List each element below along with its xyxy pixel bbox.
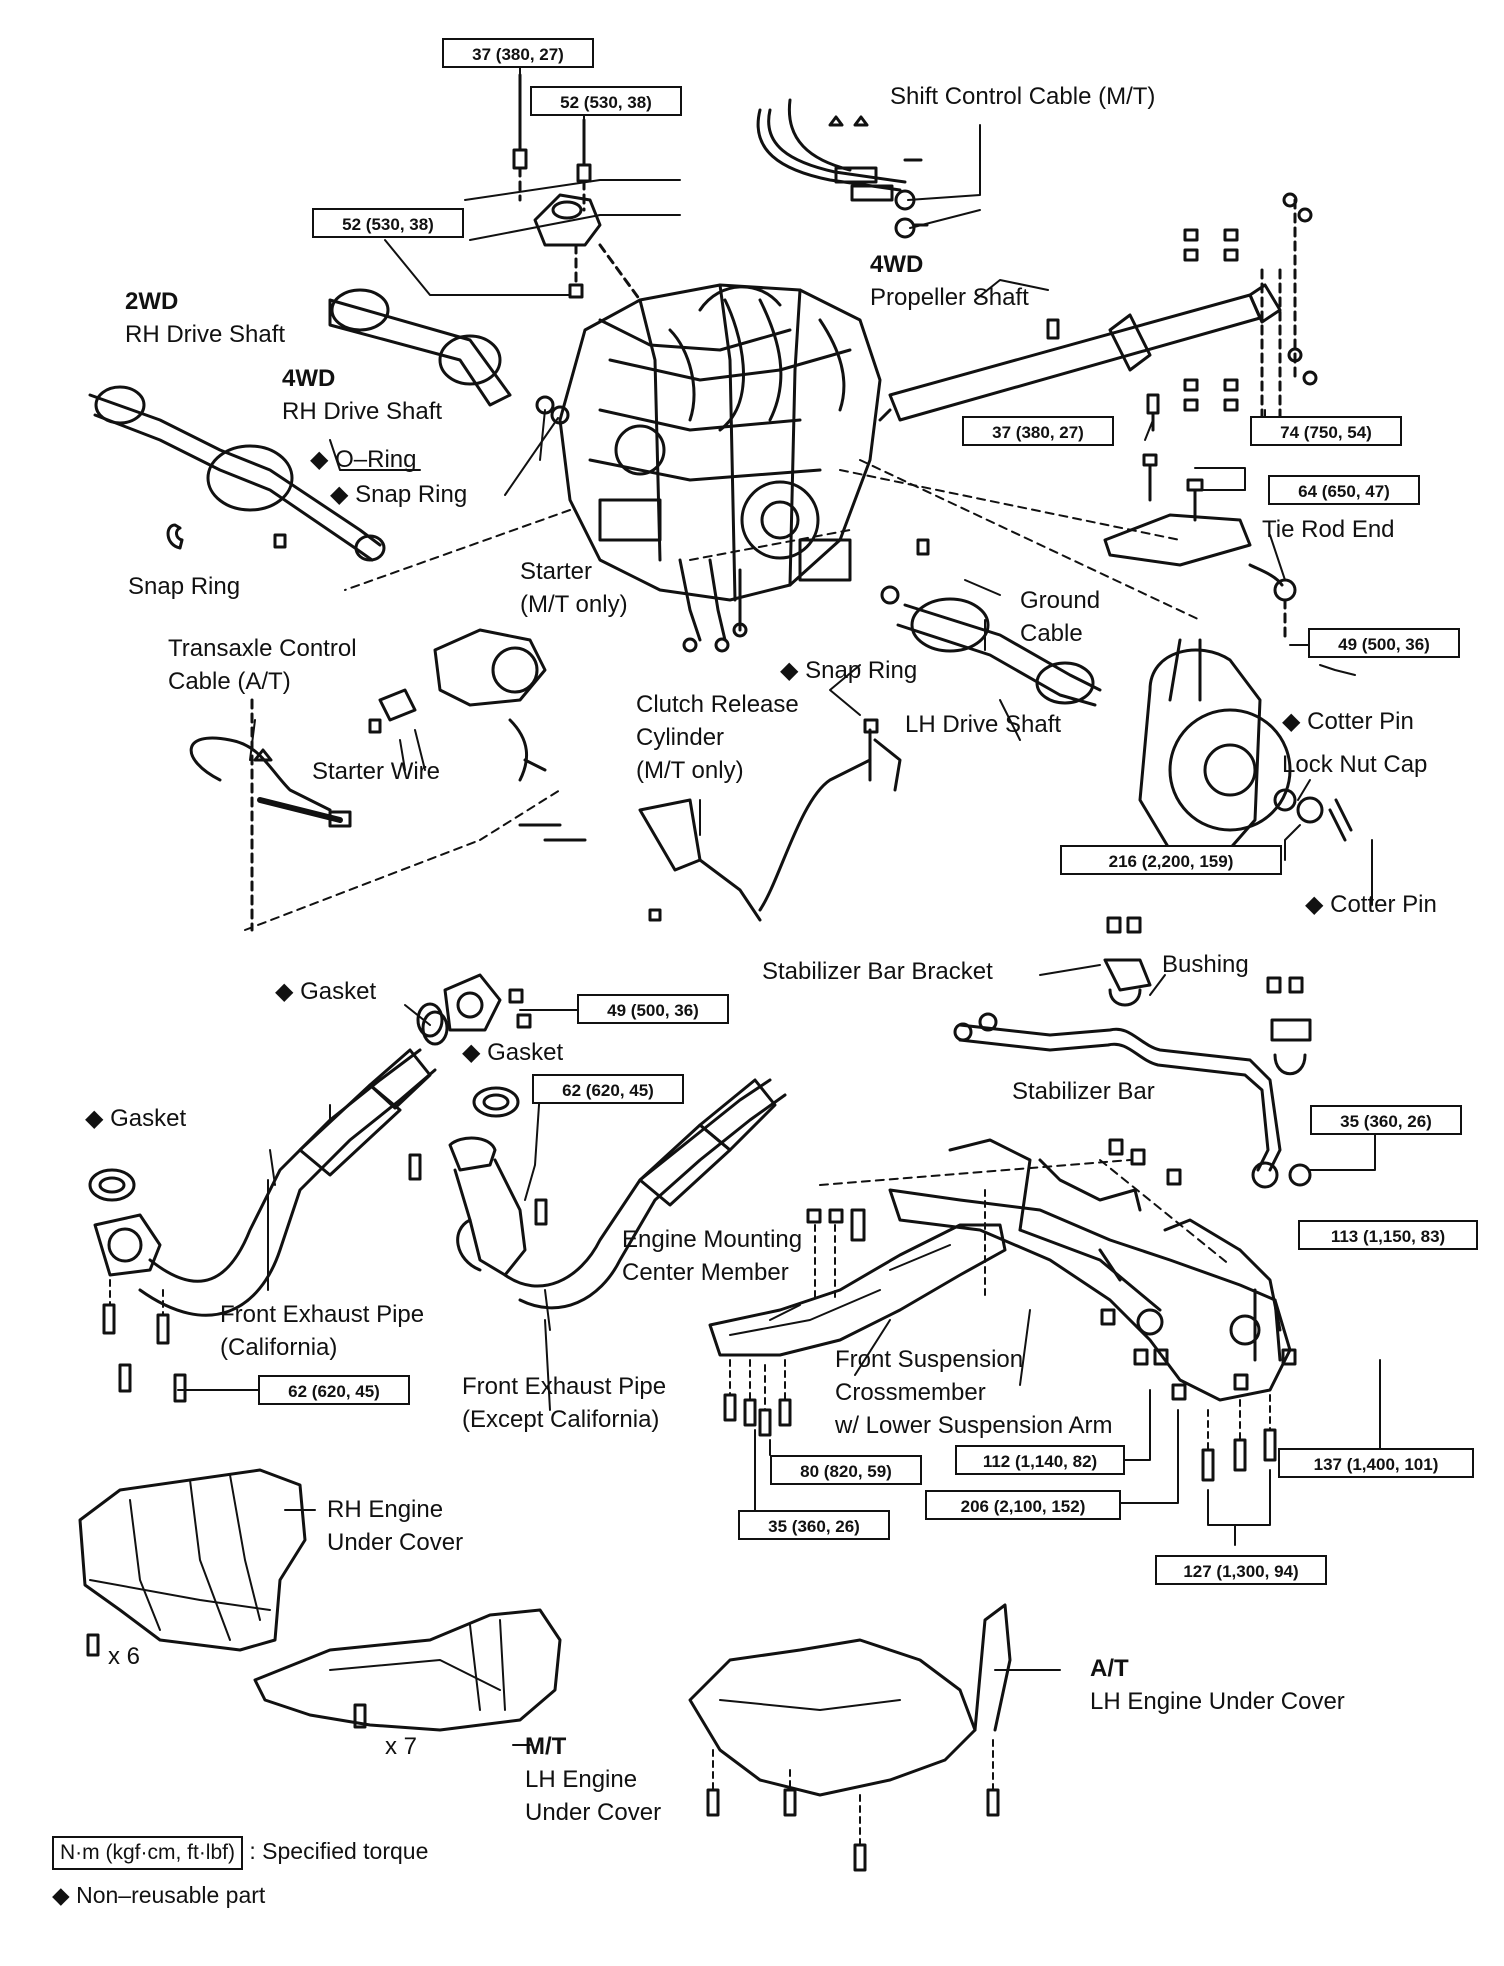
torque-box: 80 (820, 59) xyxy=(770,1455,922,1485)
label-x6: x 6 xyxy=(108,1643,141,1670)
label-4wd-rh-drive-shaft: 4WD RH Drive Shaft xyxy=(282,365,443,425)
label-shift-control-cable: Shift Control Cable (M/T) xyxy=(890,83,1156,110)
label-cotter-pin-2: ◆ Cotter Pin xyxy=(1305,891,1437,918)
label-cotter-pin-1: ◆ Cotter Pin xyxy=(1282,708,1414,735)
label-stabilizer-bar-bracket: Stabilizer Bar Bracket xyxy=(762,958,993,985)
mt-lh-engine-under-cover xyxy=(253,1608,562,1732)
label-x7: x 7 xyxy=(385,1733,418,1760)
label-starter-wire: Starter Wire xyxy=(312,758,441,785)
label-transaxle-control-cable: Transaxle Control Cable (A/T) xyxy=(168,635,357,695)
label-gasket-2: ◆ Gasket xyxy=(462,1039,564,1066)
torque-box: 74 (750, 54) xyxy=(1250,416,1402,446)
label-bushing: Bushing xyxy=(1162,951,1249,978)
torque-box: 35 (360, 26) xyxy=(1310,1105,1462,1135)
torque-box: 37 (380, 27) xyxy=(442,38,594,68)
torque-box: 113 (1,150, 83) xyxy=(1298,1220,1478,1250)
label-mt-lh-engine-under-cover: M/T LH Engine Under Cover xyxy=(525,1733,662,1826)
torque-box: 62 (620, 45) xyxy=(532,1074,684,1104)
starter xyxy=(368,628,547,782)
front-suspension-crossmember xyxy=(819,1138,1297,1482)
lh-drive-shaft xyxy=(880,538,1102,707)
torque-box: 35 (360, 26) xyxy=(738,1510,890,1540)
legend-torque: N·m (kgf·cm, ft·lbf) : Specified torque xyxy=(52,1836,428,1870)
label-lock-nut-cap: Lock Nut Cap xyxy=(1282,751,1428,778)
label-gasket-1: ◆ Gasket xyxy=(275,978,377,1005)
rh-drive-shafts xyxy=(88,288,570,562)
label-engine-mounting-center-member: Engine Mounting Center Member xyxy=(622,1226,803,1286)
stabilizer-bar xyxy=(953,916,1312,1189)
legend-torque-box: N·m (kgf·cm, ft·lbf) xyxy=(52,1836,243,1870)
label-front-exhaust-pipe-except-california: Front Exhaust Pipe (Except California) xyxy=(462,1373,667,1433)
label-propeller-shaft: 4WD Propeller Shaft xyxy=(870,251,1029,311)
torque-box: 112 (1,140, 82) xyxy=(955,1445,1125,1475)
label-snap-ring: Snap Ring xyxy=(128,573,241,600)
front-exhaust-pipe-california xyxy=(88,1002,444,1403)
label-at-lh-engine-under-cover: A/T LH Engine Under Cover xyxy=(1090,1655,1345,1715)
torque-box: 62 (620, 45) xyxy=(258,1375,410,1405)
label-o-ring: ◆ O–Ring xyxy=(310,446,417,473)
label-front-exhaust-pipe-california: Front Exhaust Pipe (California) xyxy=(220,1301,425,1361)
legend-nonreusable: ◆ Non–reusable part xyxy=(52,1882,266,1908)
label-stabilizer-bar: Stabilizer Bar xyxy=(1012,1078,1155,1105)
label-snap-ring-rh: ◆ Snap Ring xyxy=(330,481,468,508)
label-starter: Starter (M/T only) xyxy=(520,558,628,618)
shift-control-cable xyxy=(756,98,981,239)
torque-box: 216 (2,200, 159) xyxy=(1060,845,1282,875)
label-ground-cable: Ground Cable xyxy=(1020,587,1101,647)
torque-box: 206 (2,100, 152) xyxy=(925,1490,1121,1520)
front-exhaust-pipe-except-california xyxy=(408,1078,787,1310)
torque-box: 52 (530, 38) xyxy=(530,86,682,116)
torque-box: 49 (500, 36) xyxy=(1308,628,1460,658)
torque-box: 37 (380, 27) xyxy=(962,416,1114,446)
rh-engine-under-cover xyxy=(78,1468,307,1657)
torque-box: 64 (650, 47) xyxy=(1268,475,1420,505)
label-clutch-release-cylinder: Clutch Release Cylinder (M/T only) xyxy=(636,691,799,784)
label-front-suspension-crossmember: Front Suspension Crossmember w/ Lower Su… xyxy=(835,1346,1113,1439)
propeller-shaft xyxy=(878,192,1318,432)
label-snap-ring-lh: ◆ Snap Ring xyxy=(780,657,918,684)
label-rh-engine-under-cover: RH Engine Under Cover xyxy=(327,1496,464,1556)
legend-torque-text: : Specified torque xyxy=(249,1838,429,1864)
label-2wd-rh-drive-shaft: 2WD RH Drive Shaft xyxy=(125,288,286,348)
clutch-release-cylinder xyxy=(518,718,902,922)
engine-transaxle-assembly xyxy=(558,283,882,653)
label-tie-rod-end: Tie Rod End xyxy=(1262,516,1395,543)
transaxle-control-cable xyxy=(189,698,352,932)
torque-box: 49 (500, 36) xyxy=(577,994,729,1024)
torque-box: 127 (1,300, 94) xyxy=(1155,1555,1327,1585)
exhaust-flange-gasket xyxy=(98,973,532,1194)
at-lh-engine-under-cover xyxy=(688,1603,1012,1872)
engine-mount xyxy=(464,73,681,302)
engine-mounting-center-member xyxy=(708,1189,1007,1437)
torque-box: 52 (530, 38) xyxy=(312,208,464,238)
label-gasket-3: ◆ Gasket xyxy=(85,1105,187,1132)
torque-box: 137 (1,400, 101) xyxy=(1278,1448,1474,1478)
label-lh-drive-shaft: LH Drive Shaft xyxy=(905,711,1062,738)
leader-lines xyxy=(177,59,1381,1746)
guide-lines xyxy=(244,459,1201,931)
